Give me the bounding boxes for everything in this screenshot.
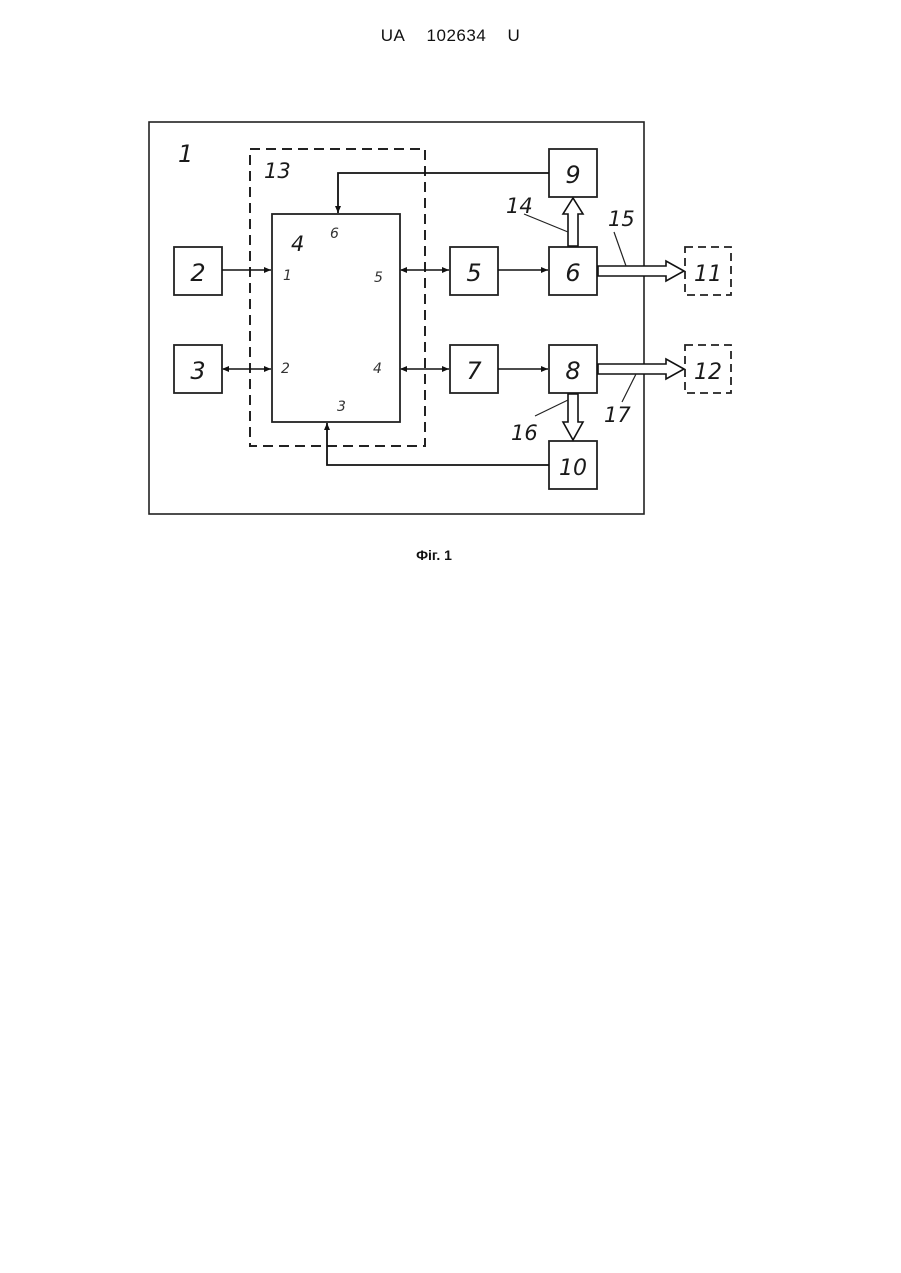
block-4-label: 4	[291, 232, 304, 256]
block-5-label: 5	[466, 259, 481, 287]
port-3: 3	[337, 399, 346, 415]
port-4: 4	[373, 361, 382, 377]
block-11-label: 11	[694, 262, 722, 287]
block-diagram: 1 13 4 1 2 3 4 5 6 2 3 5 7 6 8 9 10 11 1…	[0, 0, 901, 600]
block-3-label: 3	[190, 357, 205, 385]
leader-15	[614, 232, 626, 266]
link-label-17: 17	[604, 403, 631, 427]
block-12-label: 12	[694, 360, 722, 385]
block-2-label: 2	[190, 259, 205, 287]
bus-arrow-8-to-12	[598, 359, 684, 379]
port-6: 6	[330, 226, 339, 242]
link-label-14: 14	[506, 194, 533, 218]
port-1: 1	[283, 268, 292, 284]
leader-17	[622, 374, 636, 402]
container-label: 1	[178, 140, 193, 168]
block-10-label: 10	[559, 456, 587, 481]
block-6-label: 6	[565, 259, 580, 287]
port-5: 5	[374, 270, 383, 286]
bus-arrow-6-to-9	[563, 198, 583, 246]
block-8-label: 8	[565, 357, 580, 385]
block-7-label: 7	[466, 357, 482, 385]
dashed-group-label: 13	[264, 159, 291, 183]
figure-caption: Фіг. 1	[0, 547, 868, 563]
link-label-16: 16	[511, 421, 538, 445]
link-label-15: 15	[608, 207, 635, 231]
bus-arrow-6-to-11	[598, 261, 684, 281]
port-2: 2	[281, 361, 290, 377]
leader-16	[535, 400, 568, 416]
block-9-label: 9	[565, 161, 580, 189]
